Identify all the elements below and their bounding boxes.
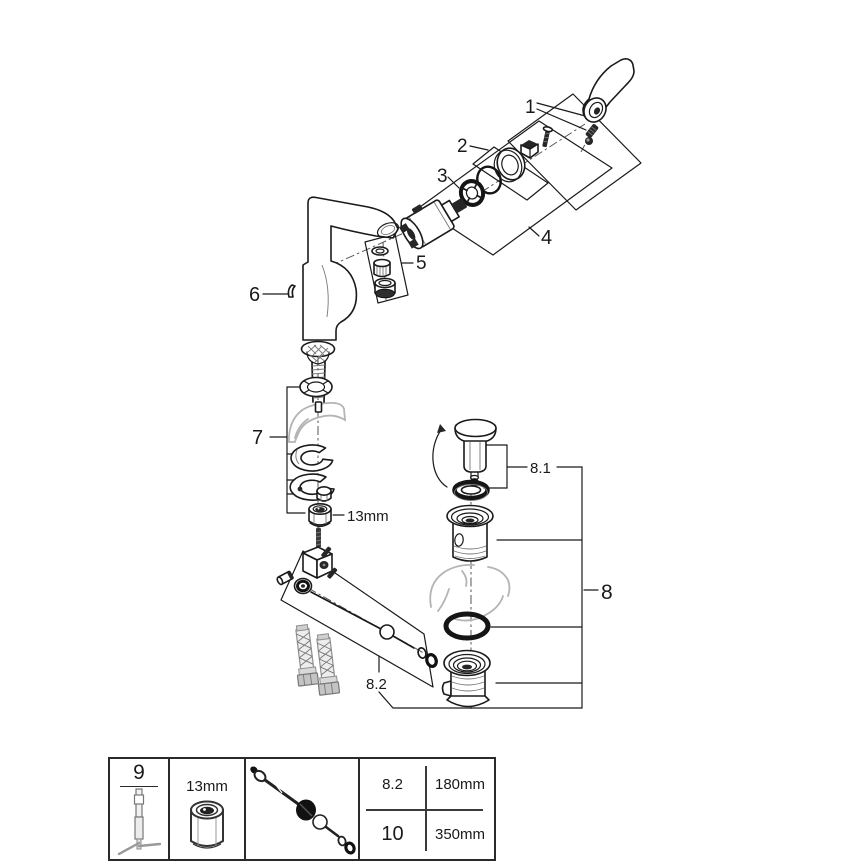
- size-ref-10: 10: [381, 823, 404, 845]
- aerator-mousseur: [374, 277, 396, 299]
- callout-3: 3: [437, 166, 448, 187]
- plastic-horseshoe-washer: [290, 444, 334, 472]
- drain-plug: [454, 418, 497, 490]
- callout-1: 1: [525, 97, 536, 118]
- socket-wrench-icon: [190, 800, 224, 849]
- callout-2: 2: [457, 136, 468, 157]
- legend-wrench-size: 13mm: [186, 778, 228, 795]
- legend-cell-sizes: 8.2 180mm 10 350mm: [360, 759, 494, 859]
- fixing-screw: [542, 126, 554, 148]
- handle-lever: [582, 58, 635, 123]
- popup-grommet: [293, 577, 313, 595]
- flow-regulator: [373, 258, 391, 278]
- legend-cell-wrench: 13mm: [170, 759, 246, 859]
- socket-13mm: [308, 502, 332, 528]
- callout-6: 6: [249, 284, 260, 306]
- legend-table: 9 13mm: [108, 757, 496, 861]
- aerator-seal: [371, 246, 389, 256]
- callout-7: 7: [252, 427, 263, 449]
- callout-leader-lines: [262, 102, 590, 516]
- legend-cell-rod-kit: [246, 759, 360, 859]
- kit-box-2: [472, 146, 549, 201]
- callout-8: 8: [601, 581, 613, 604]
- lift-rod: [310, 591, 438, 668]
- wrench-size-label: 13mm: [347, 508, 389, 525]
- plug-seal-ring: [452, 479, 490, 501]
- kit-box-4: [419, 120, 613, 256]
- rotation-arrow: [432, 424, 448, 488]
- bracket-8-2: [280, 550, 434, 688]
- handle-set-screw: [585, 124, 599, 138]
- drain-o-ring: [443, 611, 491, 641]
- kit-box-1: [507, 93, 642, 211]
- body-side-pin: [287, 284, 296, 298]
- legend-tool-ref: 9: [120, 761, 158, 788]
- supply-hose-left: [295, 624, 320, 687]
- supply-hose-right: [316, 633, 341, 696]
- size-ref-8-2: 8.2: [382, 775, 403, 793]
- phantom-sink-deck: [288, 401, 347, 443]
- cartridge-adapter: [520, 140, 539, 159]
- size-grid-vertical-divider: [425, 766, 427, 851]
- size-length-350: 350mm: [434, 826, 486, 843]
- callout-5: 5: [416, 253, 427, 274]
- phantom-basin-drain: [429, 564, 511, 622]
- size-length-180: 180mm: [434, 775, 486, 793]
- faucet-body: [302, 196, 400, 341]
- callout-8-1: 8.1: [530, 460, 551, 477]
- installation-tool-icon: [117, 788, 162, 856]
- lift-rod-kit-icon: [250, 766, 356, 855]
- drain-lower-body: [441, 649, 491, 708]
- handle-plug-cap: [585, 137, 593, 145]
- dome-cap: [493, 147, 526, 183]
- threaded-stud: [315, 527, 322, 547]
- popup-lever-block: [276, 546, 338, 586]
- legend-cell-tool: 9: [110, 759, 170, 859]
- drain-flange: [446, 504, 494, 562]
- bracket-8: [378, 466, 599, 709]
- cap-nut: [316, 485, 332, 502]
- base-seal-ring: [299, 376, 333, 398]
- callout-4: 4: [541, 227, 552, 249]
- size-grid-horizontal-divider: [366, 809, 483, 811]
- mounting-ring-nut: [458, 179, 486, 207]
- callout-8-2: 8.2: [366, 676, 387, 693]
- cartridge: [398, 198, 468, 250]
